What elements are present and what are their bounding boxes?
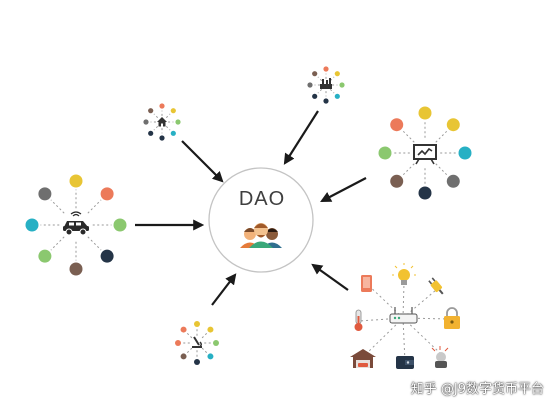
node-dot	[207, 353, 214, 360]
connector-line	[153, 113, 159, 119]
lab-cluster	[175, 321, 219, 365]
node-dot	[113, 218, 127, 232]
node-dot	[418, 106, 432, 120]
connector-line	[186, 332, 193, 339]
hub-label: DAO	[238, 188, 286, 210]
node-dot	[390, 174, 404, 188]
node-dot	[100, 249, 114, 263]
padlock-icon	[444, 307, 460, 329]
connector-line	[317, 76, 323, 82]
phone-icon	[361, 275, 372, 292]
connector-line	[201, 332, 208, 339]
connector-line	[402, 130, 415, 143]
microscope-icon	[192, 336, 202, 348]
arrow-from-presentation	[320, 177, 367, 203]
node-dot	[334, 93, 340, 99]
node-dot	[159, 103, 165, 109]
node-dot	[418, 186, 432, 200]
connector-line	[201, 347, 208, 354]
connector-line	[186, 347, 193, 354]
connector-line	[435, 130, 448, 143]
connector-line	[87, 199, 102, 214]
iot-router-cluster	[350, 263, 460, 369]
arrow-from-factory	[283, 110, 319, 165]
node-dot	[458, 146, 472, 160]
clusters	[25, 66, 472, 365]
connector-line	[317, 88, 323, 94]
connected-car-icon	[63, 211, 89, 236]
node-dot	[446, 174, 460, 188]
arrow-from-iot	[311, 263, 349, 291]
node-dot	[175, 119, 181, 125]
node-dot	[194, 359, 200, 365]
thermometer-icon	[354, 309, 363, 331]
node-dot	[307, 82, 313, 88]
factory-cluster	[307, 66, 345, 104]
node-dot	[323, 98, 329, 104]
factory-icon	[320, 78, 332, 89]
node-dot	[25, 218, 39, 232]
home-cluster	[143, 103, 181, 141]
connector-line	[153, 125, 159, 131]
node-dot	[180, 326, 187, 333]
node-dot	[312, 93, 318, 99]
router-icon	[389, 307, 418, 324]
node-dot	[159, 135, 165, 141]
node-dot	[323, 66, 329, 72]
node-dot	[180, 353, 187, 360]
node-dot	[334, 71, 340, 77]
arrow-from-lab	[211, 273, 237, 306]
node-dot	[175, 340, 181, 346]
robot-vacuum-icon	[431, 346, 449, 368]
node-dot	[170, 108, 176, 114]
node-dot	[69, 174, 83, 188]
house-icon	[157, 117, 167, 127]
node-dot	[207, 326, 214, 333]
node-dot	[148, 108, 154, 114]
node-dot	[170, 130, 176, 136]
dao-hub-circle	[208, 167, 314, 273]
connector-line	[402, 163, 415, 176]
connector-line	[435, 163, 448, 176]
lightbulb-icon	[392, 263, 416, 285]
node-dot	[38, 187, 52, 201]
node-dot	[143, 119, 149, 125]
connector-line	[50, 199, 65, 214]
garage-icon	[350, 349, 376, 368]
arrow-from-home	[181, 140, 224, 183]
connector-line	[87, 236, 102, 251]
connector-line	[165, 125, 171, 131]
node-dot	[446, 118, 460, 132]
node-dot	[312, 71, 318, 77]
node-dot	[194, 321, 200, 327]
connector-line	[165, 113, 171, 119]
presentation-cluster	[378, 106, 472, 200]
node-dot	[213, 340, 219, 346]
connector-line	[50, 236, 65, 251]
wallet-icon	[396, 356, 414, 369]
watermark-text: 知乎 @J9数字货币平台	[410, 382, 544, 397]
node-dot	[390, 118, 404, 132]
node-dot	[38, 249, 52, 263]
plug-icon	[428, 277, 444, 295]
node-dot	[339, 82, 345, 88]
node-dot	[378, 146, 392, 160]
connector-line	[329, 88, 335, 94]
car-cluster	[25, 174, 127, 276]
node-dot	[69, 262, 83, 276]
node-dot	[100, 187, 114, 201]
presentation-board-icon	[413, 144, 437, 165]
arrows	[135, 110, 367, 306]
node-dot	[148, 130, 154, 136]
people-group-icon	[240, 223, 282, 248]
